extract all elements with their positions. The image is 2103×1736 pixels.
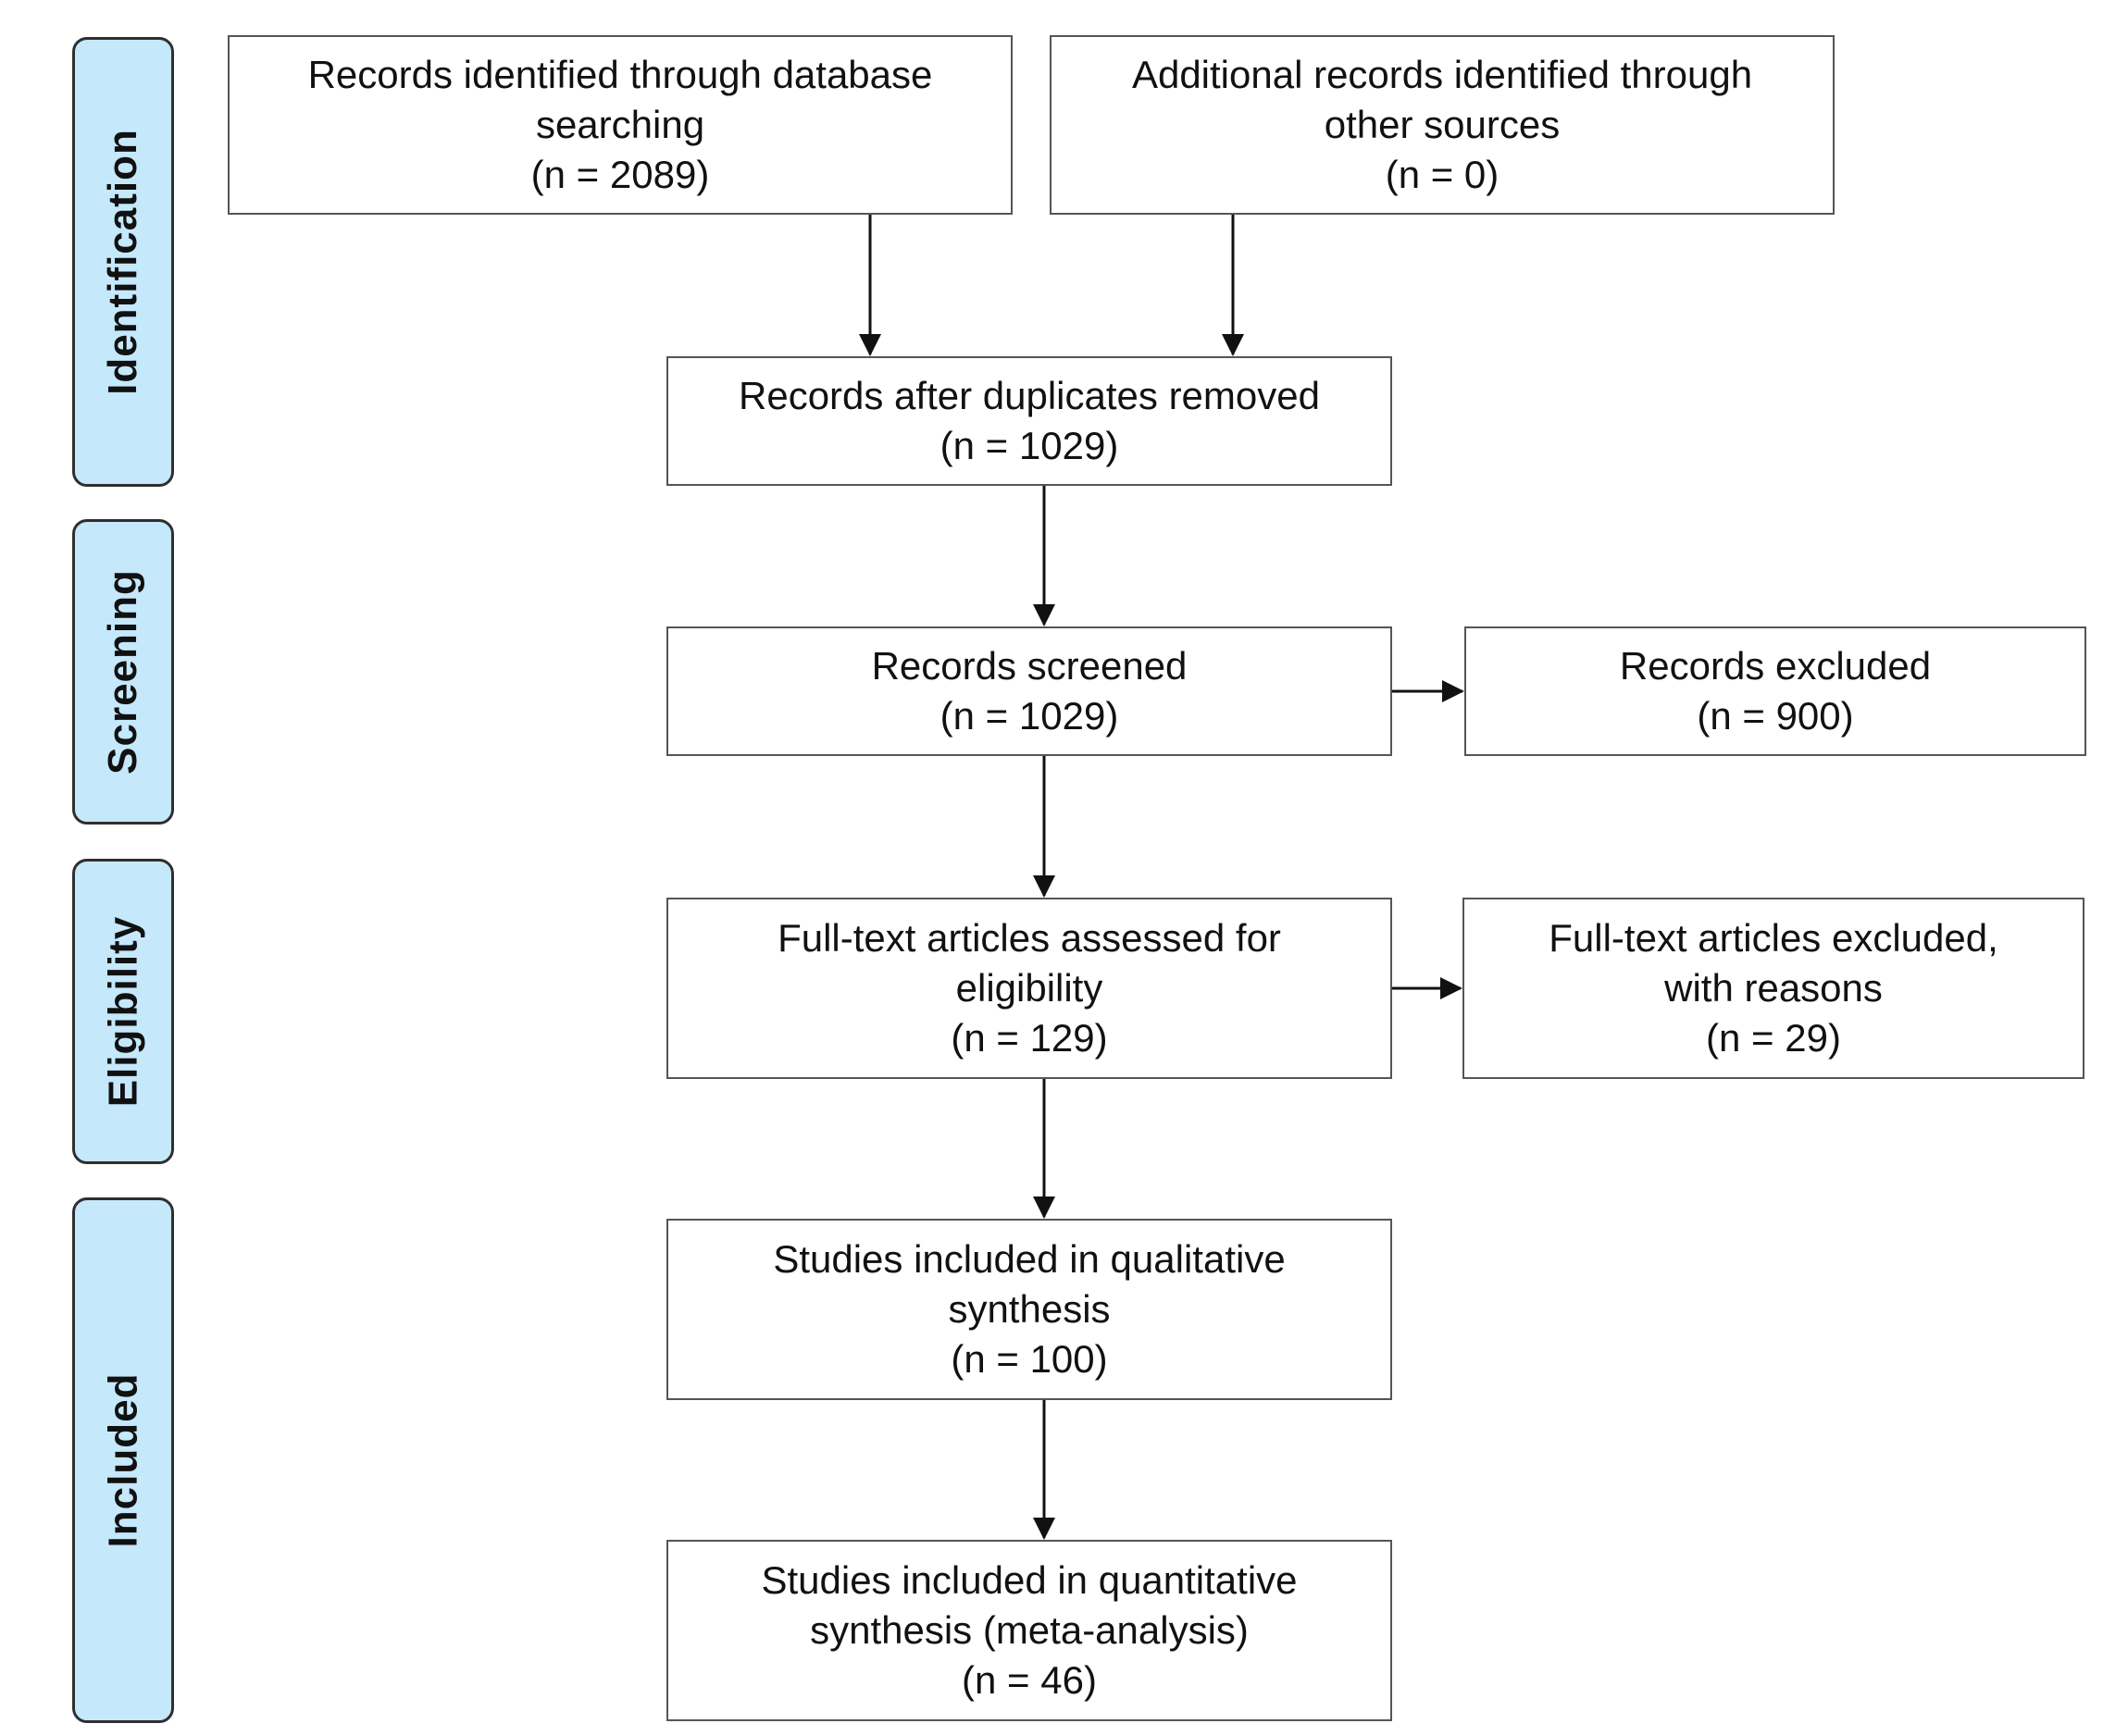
qualitative-line1: Studies included in qualitative — [773, 1237, 1286, 1281]
fulltext-assessed-line1: Full-text articles assessed for — [778, 916, 1281, 960]
records-other-count: (n = 0) — [1385, 153, 1499, 196]
qualitative-count: (n = 100) — [951, 1337, 1108, 1381]
fulltext-excluded-line1: Full-text articles excluded, — [1549, 916, 1998, 960]
fulltext-assessed-count: (n = 129) — [951, 1016, 1108, 1060]
quantitative-count: (n = 46) — [962, 1658, 1097, 1702]
fulltext-assessed-line2: eligibility — [955, 966, 1103, 1010]
records-database-line2: searching — [535, 103, 705, 146]
after-duplicates-box: Records after duplicates removed (n = 10… — [666, 356, 1392, 486]
quantitative-line2: synthesis (meta-analysis) — [810, 1608, 1249, 1652]
phase-included: Included — [72, 1197, 174, 1723]
quantitative-line1: Studies included in quantitative — [761, 1558, 1298, 1602]
qualitative-box: Studies included in qualitative synthesi… — [666, 1219, 1392, 1400]
fulltext-assessed-box: Full-text articles assessed for eligibil… — [666, 898, 1392, 1079]
quantitative-box: Studies included in quantitative synthes… — [666, 1540, 1392, 1721]
excluded-box: Records excluded (n = 900) — [1464, 626, 2086, 756]
phase-identification: Identification — [72, 37, 174, 487]
fulltext-excluded-box: Full-text articles excluded, with reason… — [1462, 898, 2084, 1079]
excluded-count: (n = 900) — [1697, 694, 1854, 738]
screened-count: (n = 1029) — [940, 694, 1119, 738]
fulltext-excluded-line2: with reasons — [1664, 966, 1883, 1010]
records-database-count: (n = 2089) — [530, 153, 710, 196]
qualitative-line2: synthesis — [948, 1287, 1111, 1331]
records-other-line2: other sources — [1324, 103, 1561, 146]
screened-box: Records screened (n = 1029) — [666, 626, 1392, 756]
excluded-line1: Records excluded — [1619, 644, 1932, 688]
records-database-line1: Records identified through database — [307, 53, 933, 96]
fulltext-excluded-count: (n = 29) — [1706, 1016, 1841, 1060]
screened-line1: Records screened — [871, 644, 1188, 688]
after-duplicates-line1: Records after duplicates removed — [739, 374, 1320, 417]
records-database-box: Records identified through database sear… — [228, 35, 1013, 215]
phase-screening: Screening — [72, 519, 174, 825]
phase-eligibility: Eligibility — [72, 859, 174, 1164]
after-duplicates-count: (n = 1029) — [940, 424, 1119, 467]
records-other-box: Additional records identified through ot… — [1050, 35, 1835, 215]
records-other-line1: Additional records identified through — [1131, 53, 1753, 96]
